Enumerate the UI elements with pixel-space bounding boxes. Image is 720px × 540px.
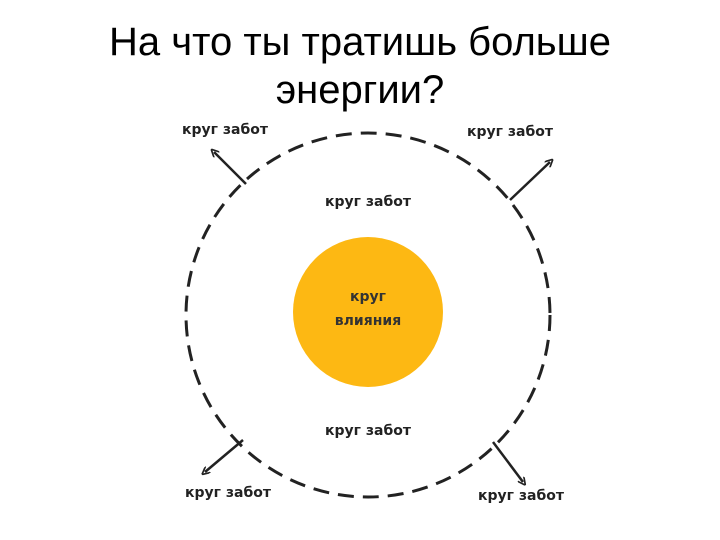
- arrow-bottom-right-icon: [492, 441, 523, 482]
- slide-title: На что ты тратишь больше энергии?: [0, 18, 720, 114]
- arrow-top-right-icon: [509, 162, 550, 201]
- arrow-bottom-left-icon: [205, 439, 244, 472]
- concern-label-bottom-right: круг забот: [478, 488, 565, 504]
- concern-label-inner-top: круг забот: [325, 194, 412, 210]
- concern-label-top-right: круг забот: [467, 124, 554, 140]
- influence-circle: [293, 237, 443, 387]
- concern-label-inner-bottom: круг забот: [325, 423, 412, 439]
- influence-label-line-2: влияния: [335, 313, 401, 329]
- influence-label-line-1: круг: [350, 289, 386, 305]
- title-line-2: энергии?: [275, 68, 445, 112]
- title-line-1: На что ты тратишь больше: [109, 20, 611, 64]
- arrow-top-left-icon: [214, 152, 247, 185]
- concern-label-top-left: круг забот: [182, 122, 269, 138]
- concern-label-bottom-left: круг забот: [185, 485, 272, 501]
- outer-dashed-circle: [184, 131, 552, 499]
